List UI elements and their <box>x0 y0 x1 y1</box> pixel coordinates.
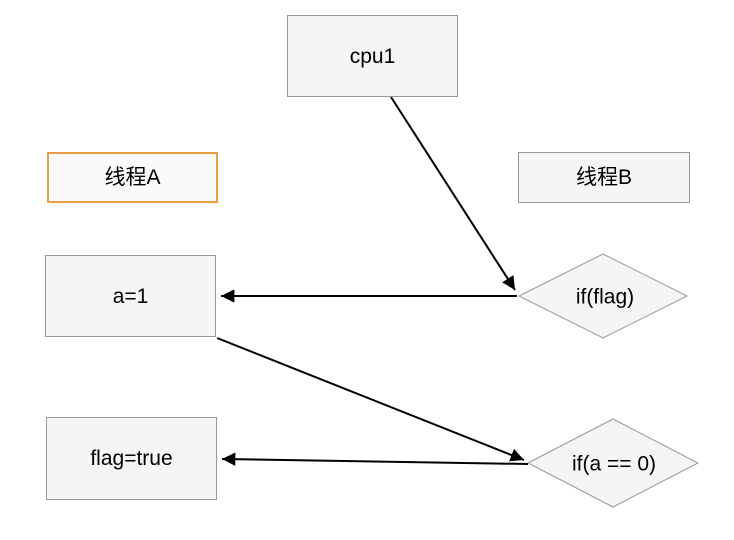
node-thread-a-label: 线程A <box>104 166 161 189</box>
node-if-a-zero <box>526 418 700 508</box>
node-if-flag <box>517 253 689 339</box>
node-a-assign: a=1 <box>45 255 216 337</box>
node-cpu1-label: cpu1 <box>349 44 396 68</box>
node-thread-a: 线程A <box>47 152 218 203</box>
node-thread-b-label: 线程B <box>575 166 632 189</box>
node-a-assign-label: a=1 <box>112 284 149 308</box>
node-thread-b: 线程B <box>518 152 690 203</box>
node-flag-assign: flag=true <box>46 417 217 500</box>
edge-a-assign-to-if-a-zero <box>216 337 525 462</box>
node-if-a-zero-label: if(a == 0) <box>572 453 656 476</box>
edge-cpu1-to-if-flag <box>390 96 516 291</box>
node-cpu1: cpu1 <box>287 15 458 97</box>
node-flag-assign-label: flag=true <box>90 447 173 470</box>
edge-if-a-zero-to-flag-assign <box>221 452 529 466</box>
node-if-flag-label: if(flag) <box>576 286 634 309</box>
